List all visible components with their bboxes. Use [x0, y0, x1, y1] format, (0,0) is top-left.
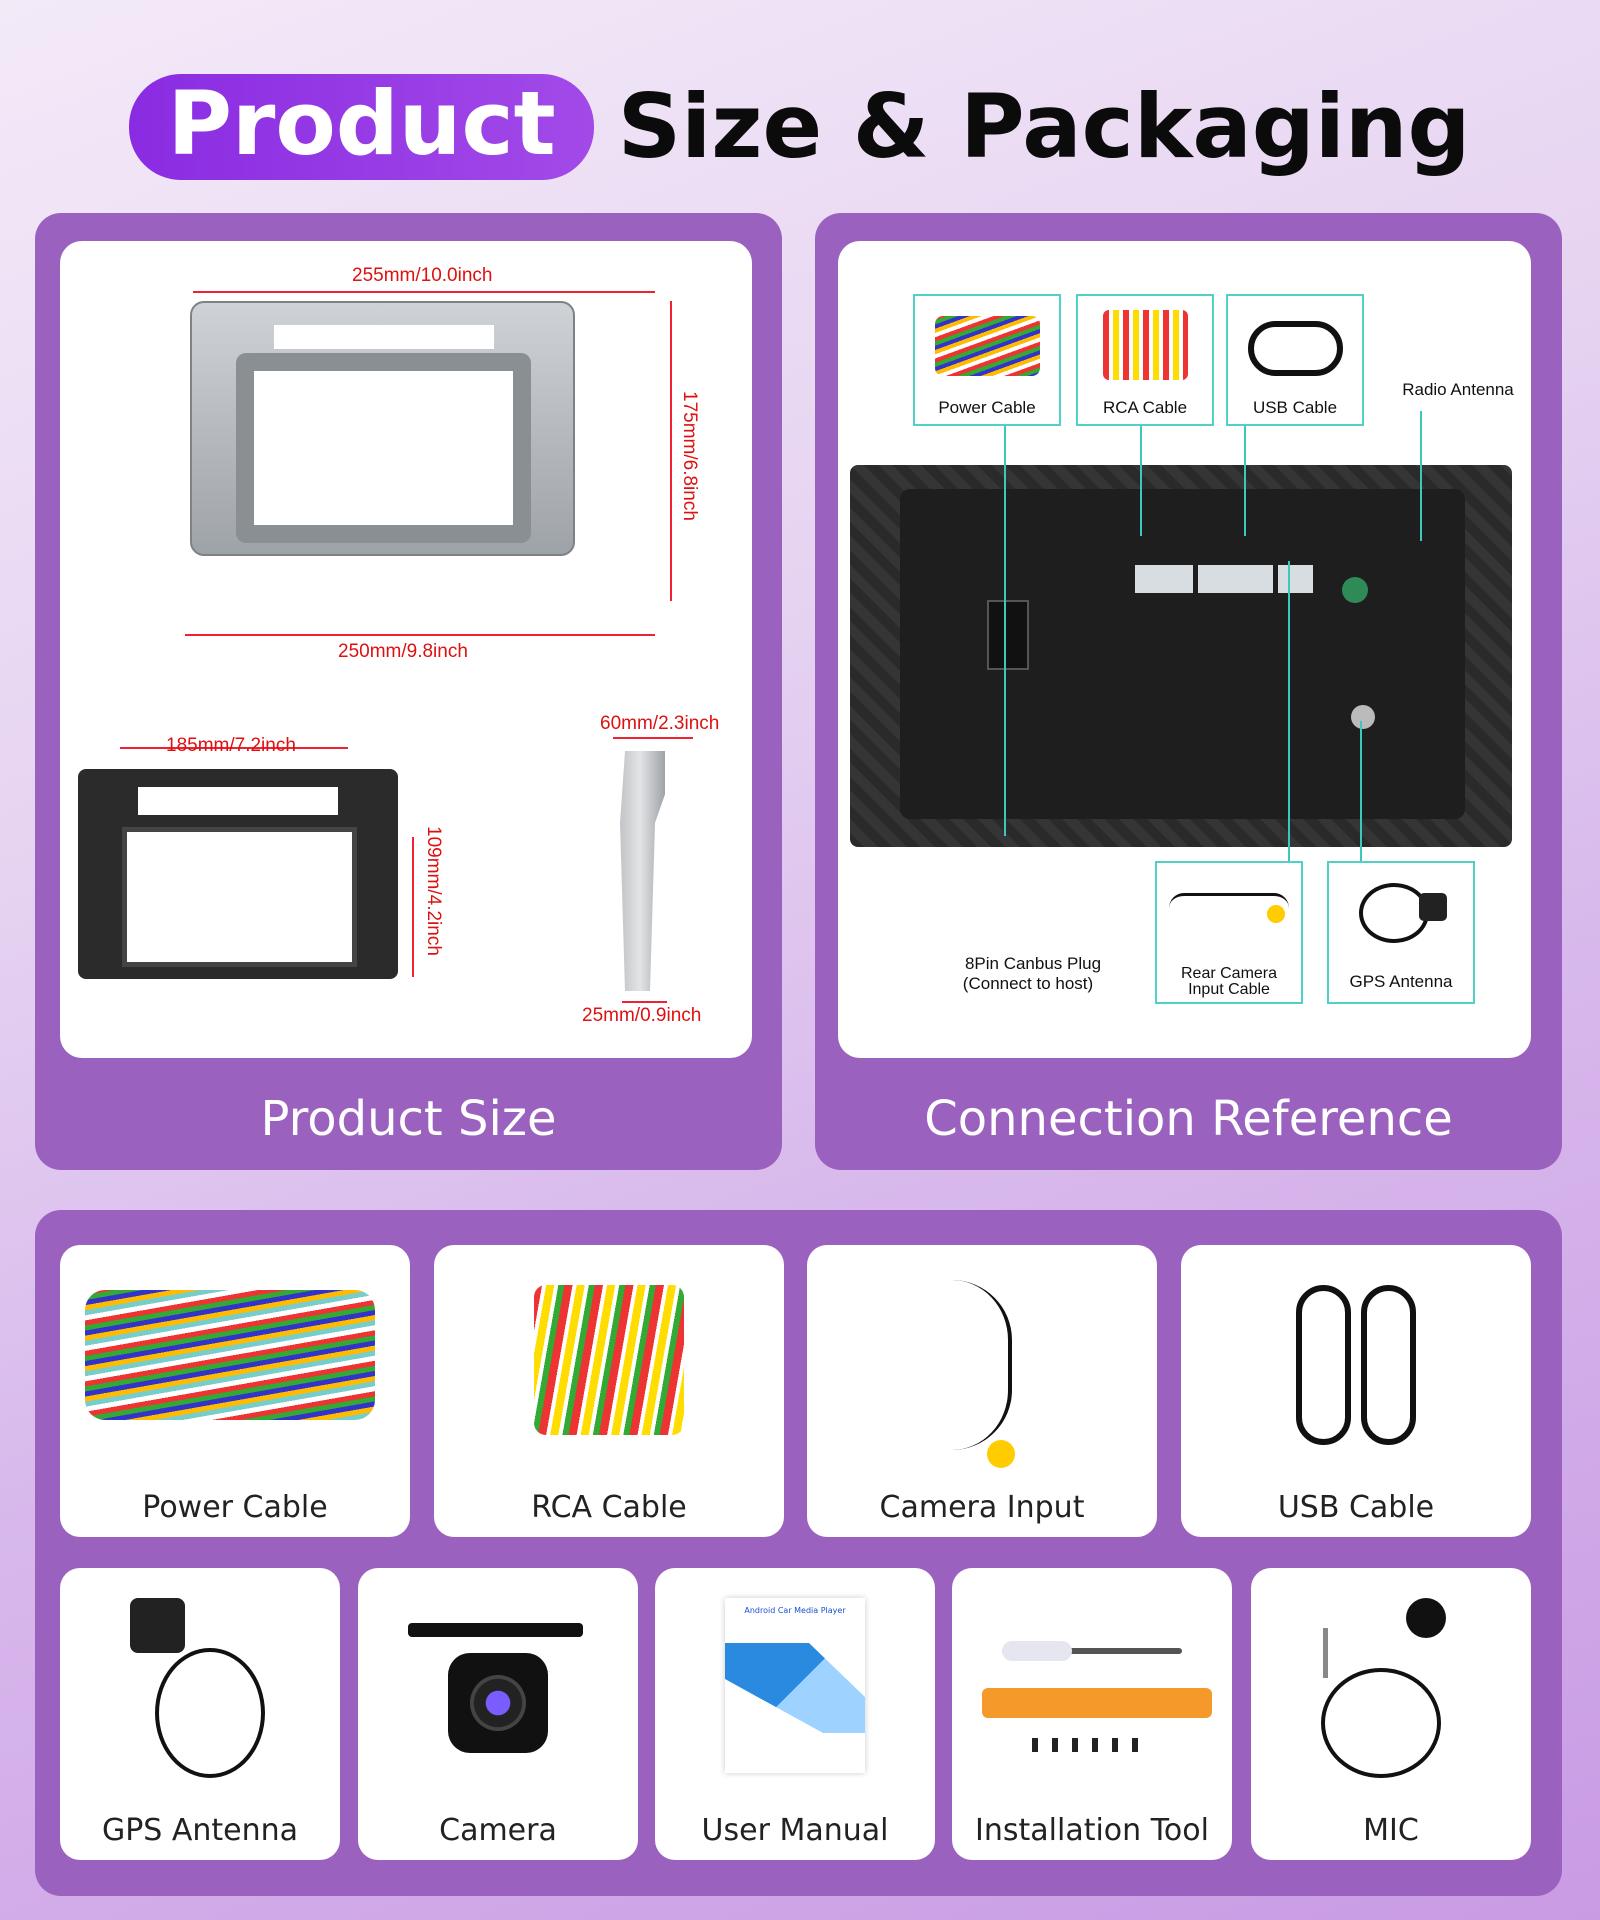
rca-cable-box: RCA Cable: [1076, 294, 1214, 426]
power-cable-icon: [935, 316, 1040, 376]
screwdriver-icon: [1002, 1648, 1182, 1654]
power-cable-icon: [85, 1290, 375, 1420]
rear-camera-cable-icon: [1169, 893, 1289, 923]
dim-side-width: 60mm/2.3inch: [600, 713, 720, 734]
rca-cable-icon: [1103, 310, 1188, 380]
head-unit-back-image: [850, 465, 1512, 847]
product-size-panel: 255mm/10.0inch 250mm/9.8inch 175mm/6.8in…: [35, 213, 782, 1170]
accessory-installation-tool: Installation Tool: [952, 1568, 1232, 1860]
dim-inner-width: 185mm/7.2inch: [166, 735, 296, 756]
radio-antenna-label: Radio Antenna: [1402, 380, 1514, 399]
gps-antenna-box: GPS Antenna: [1327, 861, 1475, 1004]
side-bracket-image: [620, 751, 665, 991]
dim-height: 175mm/6.8inch: [679, 391, 700, 521]
dim-side-depth: 25mm/0.9inch: [582, 1005, 702, 1026]
header-title: Size & Packaging: [617, 75, 1471, 178]
gps-antenna-icon: [130, 1598, 185, 1653]
accessory-user-manual: Android Car Media Player User Manual: [655, 1568, 935, 1860]
pry-tool-icon: [982, 1688, 1212, 1718]
accessory-camera-input: Camera Input: [807, 1245, 1157, 1537]
page-header: Product Size & Packaging: [0, 72, 1600, 182]
connection-card: Power Cable RCA Cable USB Cable Radio An…: [838, 241, 1531, 1058]
accessory-rca-cable: RCA Cable: [434, 1245, 784, 1537]
header-highlight: Product: [129, 74, 594, 180]
accessories-panel: Power Cable RCA Cable Camera Input USB C…: [35, 1210, 1562, 1896]
main-frame-image: [190, 301, 575, 556]
accessory-power-cable: Power Cable: [60, 1245, 410, 1537]
power-cable-box: Power Cable: [913, 294, 1061, 426]
camera-input-cable-icon: [942, 1280, 1012, 1450]
product-size-card: 255mm/10.0inch 250mm/9.8inch 175mm/6.8in…: [60, 241, 752, 1058]
connection-caption: Connection Reference: [924, 1091, 1453, 1147]
mic-icon: [1406, 1598, 1446, 1638]
usb-cable-icon: [1248, 321, 1343, 376]
rca-cable-icon: [534, 1285, 684, 1435]
dim-bottom-width: 250mm/9.8inch: [338, 641, 468, 662]
canbus-label-1: 8Pin Canbus Plug: [964, 954, 1102, 973]
usb-cable-icon: [1296, 1285, 1351, 1445]
rear-camera-box: Rear Camera Input Cable: [1155, 861, 1303, 1004]
user-manual-icon: Android Car Media Player: [725, 1598, 865, 1773]
usb-cable-box: USB Cable: [1226, 294, 1364, 426]
canbus-label-2: (Connect to host): [962, 974, 1094, 993]
accessory-usb-cable: USB Cable: [1181, 1245, 1531, 1537]
product-size-caption: Product Size: [260, 1091, 557, 1147]
black-frame-image: [78, 769, 398, 979]
connection-panel: Power Cable RCA Cable USB Cable Radio An…: [815, 213, 1562, 1170]
accessory-mic: MIC: [1251, 1568, 1531, 1860]
accessory-gps-antenna: GPS Antenna: [60, 1568, 340, 1860]
dim-inner-height: 109mm/4.2inch: [423, 826, 444, 956]
dim-top-width: 255mm/10.0inch: [352, 265, 493, 286]
accessory-camera: Camera: [358, 1568, 638, 1860]
